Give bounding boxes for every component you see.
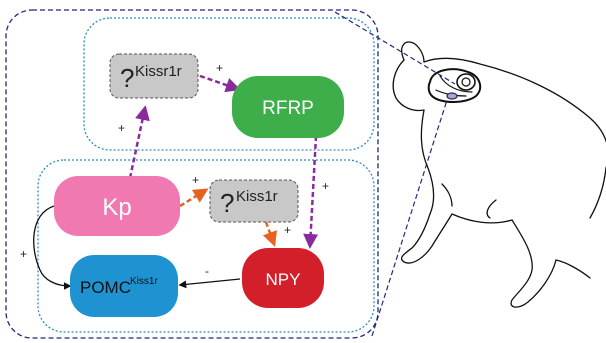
node-rfrp-label: RFRP <box>262 98 314 119</box>
edge-sign-unknown-top-to-rfrp: + <box>216 61 223 75</box>
edge-kp-to-unknown-top <box>128 105 150 179</box>
node-unknown-kissr1r-sup: Kissr1r <box>135 63 182 80</box>
edge-kp-to-unknown-mid <box>179 188 209 208</box>
edge-kp-to-pomc <box>33 205 72 290</box>
node-npy: NPY <box>242 248 324 308</box>
node-unknown-kiss1r: ? Kiss1r <box>209 179 299 223</box>
node-unknown-kiss1r-prefix: ? <box>220 188 234 218</box>
upper-region <box>83 17 375 151</box>
edge-sign-kp-to-unknown-top: + <box>118 121 125 135</box>
edge-sign-kp-to-pomc: + <box>20 247 27 261</box>
zoom-line-top <box>334 11 456 85</box>
node-npy-label: NPY <box>266 270 301 289</box>
edge-rfrp-to-npy <box>303 135 319 249</box>
edge-unknown-mid-to-npy <box>262 221 277 247</box>
node-rfrp: RFRP <box>232 76 344 138</box>
node-pomc-sup: Kiss1r <box>130 276 158 287</box>
mouse-illustration <box>392 41 606 308</box>
node-unknown-kiss1r-sup: Kiss1r <box>236 188 278 205</box>
node-pomc: POMC Kiss1r <box>70 255 178 317</box>
edge-sign-kp-to-unknown-mid: + <box>192 173 199 187</box>
edge-sign-npy-to-pomc: - <box>205 264 209 278</box>
lower-region <box>37 159 375 333</box>
node-kp: Kp <box>54 176 180 236</box>
zoom-line-bottom <box>371 99 448 337</box>
node-unknown-kissr1r: ? Kissr1r <box>109 53 199 99</box>
edge-npy-to-pomc <box>178 278 241 289</box>
edge-sign-unknown-mid-to-npy: + <box>284 223 291 237</box>
node-kp-label: Kp <box>102 194 131 221</box>
outer-container <box>5 9 379 339</box>
node-unknown-kissr1r-prefix: ? <box>120 63 134 93</box>
edge-sign-rfrp-to-npy: + <box>322 179 329 193</box>
node-pomc-label: POMC <box>80 278 131 297</box>
edge-unknown-top-to-rfrp <box>199 74 241 93</box>
